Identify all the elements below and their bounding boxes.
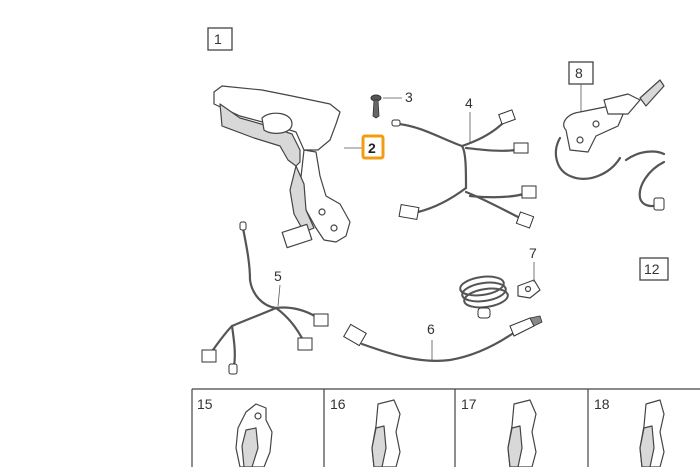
panel-15[interactable]: 15 — [197, 396, 273, 467]
panel-18-label: 18 — [594, 396, 610, 412]
callout-4: 4 — [465, 95, 473, 111]
part-12[interactable]: 12 — [638, 160, 669, 281]
panel-row — [191, 388, 700, 467]
part-4-harness[interactable]: 4 — [391, 95, 537, 229]
highlight-box — [361, 134, 385, 160]
callout-2-text: 2 — [368, 140, 376, 156]
callout-12: 12 — [644, 261, 660, 277]
panel-17[interactable]: 17 — [461, 396, 537, 467]
panel-15-label: 15 — [197, 396, 213, 412]
part-3-screw[interactable]: 3 — [370, 89, 413, 119]
group-label-text: 1 — [214, 31, 222, 47]
part-6-cable[interactable]: 6 — [343, 315, 543, 362]
callout-6: 6 — [427, 321, 435, 337]
panel-17-label: 17 — [461, 396, 477, 412]
callout-3: 3 — [405, 89, 413, 105]
part-8-sensor[interactable]: 8 — [554, 61, 666, 180]
panel-16-label: 16 — [330, 396, 346, 412]
callout-7: 7 — [529, 245, 537, 261]
callout-2[interactable]: 2 — [344, 134, 385, 160]
part-5-harness[interactable]: 5 — [201, 221, 329, 375]
panel-18[interactable]: 18 — [594, 396, 665, 467]
panel-16[interactable]: 16 — [330, 396, 401, 467]
callout-5: 5 — [274, 268, 282, 284]
group-label-1: 1 — [207, 27, 233, 51]
part-7-coil[interactable]: 7 — [459, 245, 541, 319]
callout-8: 8 — [575, 65, 583, 81]
part-2-bracket[interactable] — [213, 85, 351, 249]
